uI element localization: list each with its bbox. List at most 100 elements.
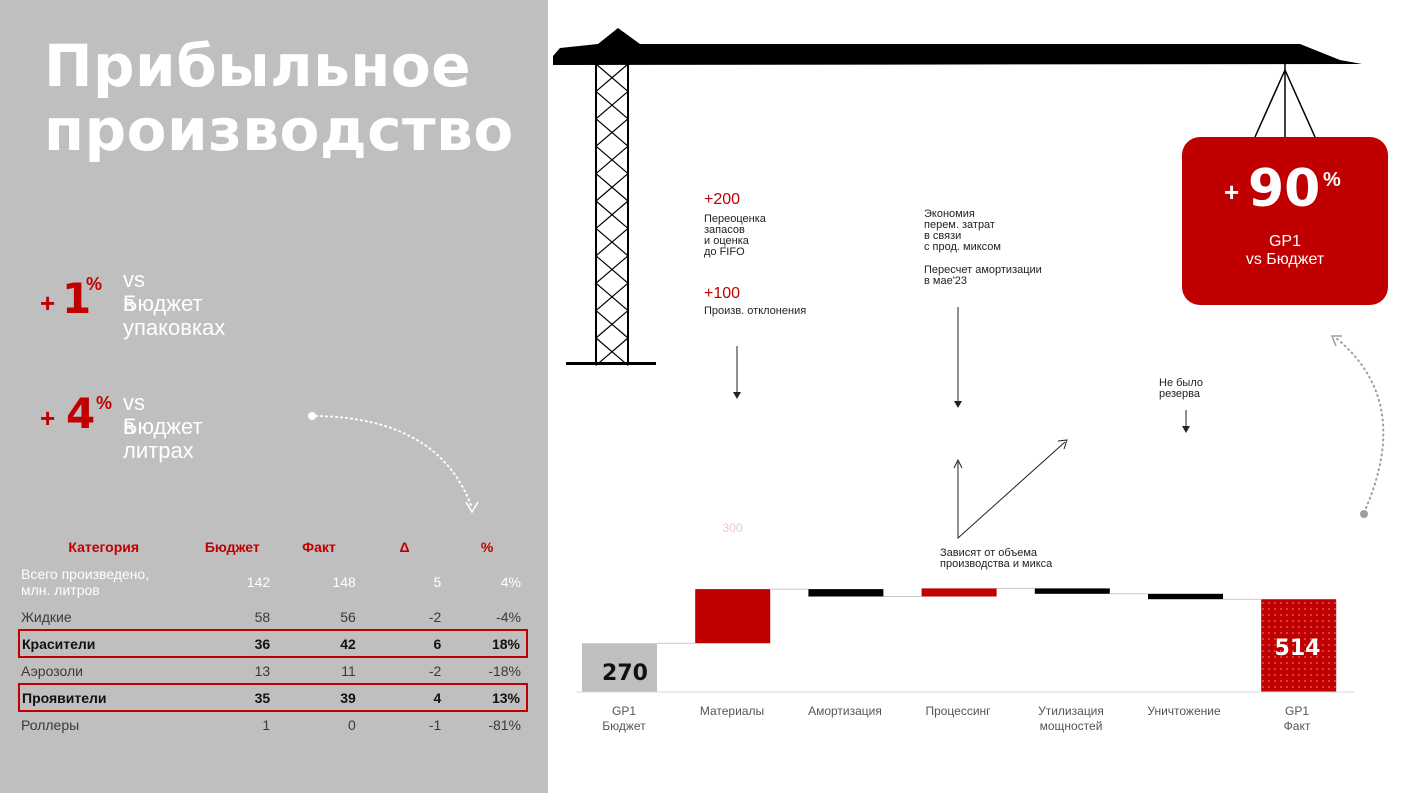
gp1-badge: + 90 % GP1 vs Бюджет (1182, 137, 1388, 305)
row-budget: 1 (262, 716, 271, 733)
title-line-1: Прибыльное (44, 32, 472, 100)
row-name-line-1: Всего произведено, (21, 566, 150, 582)
row-budget: 35 (188, 683, 277, 712)
arrow-volume (957, 441, 1066, 540)
crane-strut (595, 63, 629, 92)
bar-budget (582, 643, 657, 692)
crane-strut (595, 227, 629, 257)
badge-unit: % (1323, 169, 1341, 191)
crane-strut (595, 255, 629, 284)
bar-materials (695, 589, 771, 644)
connector-dot (308, 412, 316, 420)
note-value: +100 (704, 285, 741, 302)
table-row-highlighted: Красители 36 42 6 18% (17, 629, 528, 658)
kpi-sign: + (40, 403, 56, 433)
table-row-highlighted: Проявители 35 39 4 13% (17, 683, 528, 712)
row-delta: -2 (428, 662, 442, 679)
kpi-line-2: в литрах (123, 414, 194, 463)
bar-amortization (808, 589, 884, 597)
note-materials-revaluation: +200 Переоценка запасов и оценка до FIFO (704, 191, 766, 258)
bar-utilization (1034, 588, 1110, 594)
row-delta: -1 (428, 716, 442, 733)
connector-dot (1360, 510, 1368, 518)
badge-value: 90 (1248, 159, 1321, 219)
row-fact: 56 (340, 608, 356, 625)
row-fact: 148 (332, 574, 356, 590)
kpi-value: 4 (66, 389, 96, 438)
bar-processing (921, 588, 997, 597)
row-fact: 42 (276, 629, 362, 658)
connector-left-head (465, 501, 479, 514)
bar-label-amortization: -41 (836, 425, 855, 439)
table-row: Всего произведено,млн. литров 142 148 5 … (19, 560, 527, 604)
table-row: Жидкие 58 56 -2 -4% (19, 604, 527, 630)
row-name: Жидкие (21, 608, 72, 625)
badge-caption: GP1 vs Бюджет (1245, 233, 1325, 268)
table-row: Аэрозоли 13 11 -2 -18% (19, 657, 527, 684)
table-header-row: Категория Бюджет Факт Δ % (19, 534, 527, 560)
row-name: Всего произведено,млн. литров (19, 560, 188, 604)
crane-strut (595, 173, 629, 202)
row-name: Проявители (17, 683, 189, 712)
row-delta: 6 (361, 629, 448, 658)
row-percent: -18% (488, 662, 521, 679)
row-budget: 36 (188, 629, 277, 658)
bar-label-destruction: -30 (1175, 440, 1194, 454)
row-fact: 11 (341, 662, 356, 679)
badge-sign: + (1224, 177, 1240, 207)
crane-strut (595, 90, 629, 120)
row-budget: 142 (246, 574, 271, 590)
row-percent: 13% (447, 683, 528, 712)
bar-label-materials: 300 (722, 521, 743, 535)
crane-strut (595, 118, 629, 147)
kpi-unit: % (96, 393, 113, 413)
kpi-line-1: vs Бюджет (123, 267, 203, 316)
crane-strut (595, 282, 629, 312)
row-name: Роллеры (21, 716, 80, 733)
note-processing: Экономия перем. затрат в связи с прод. м… (924, 208, 1042, 287)
crane-icon (553, 28, 1362, 366)
row-percent: -81% (488, 716, 521, 733)
x-label-amortization: Амортизация (808, 704, 882, 718)
row-name-line-2: млн. литров (21, 582, 100, 598)
row-delta: 5 (433, 574, 442, 590)
table-row: Роллеры 1 0 -1 -81% (19, 711, 527, 737)
note-destruction: Не было резерва (1159, 377, 1203, 400)
note-volume: Зависят от объема производства и микса (940, 547, 1053, 570)
header-fact: Факт (302, 539, 336, 555)
bar-label-utilization: -30 (1062, 418, 1081, 432)
row-budget: 58 (254, 608, 271, 625)
page-title: Прибыльное производство (44, 34, 514, 162)
x-label-materials: Материалы (699, 704, 765, 718)
crane-strut (595, 200, 629, 229)
row-fact: 39 (276, 683, 362, 712)
crane-strut (595, 310, 629, 339)
bar-destruction (1148, 593, 1223, 600)
header-budget: Бюджет (204, 539, 260, 555)
row-delta: 4 (361, 683, 448, 712)
kpi-line-1: vs Бюджет (123, 390, 203, 439)
row-delta: -2 (428, 608, 442, 625)
kpi-unit: % (86, 274, 103, 294)
x-label-processing: Процессинг (925, 704, 991, 718)
row-name: Красители (17, 629, 189, 658)
crane-strut (595, 337, 629, 366)
connector-left (315, 415, 473, 509)
left-panel (0, 0, 548, 793)
header-delta: Δ (399, 539, 410, 555)
kpi-line-2: в упаковках (123, 291, 226, 340)
row-budget: 13 (254, 662, 271, 679)
note-materials-deviations: +100 Произв. отклонения (704, 285, 807, 317)
arrow-volume-head-2 (1057, 439, 1068, 450)
bar-label-processing: 45 (951, 424, 966, 438)
title-line-2: производство (44, 96, 514, 164)
row-fact: 0 (347, 716, 356, 733)
category-table: Категория Бюджет Факт Δ % Всего произвед… (17, 534, 528, 737)
kpi-value: 1 (62, 274, 92, 323)
x-label-destruction: Уничтожение (1147, 704, 1221, 718)
bar-label-budget: 270 (602, 661, 648, 686)
crane-strut (595, 145, 629, 175)
